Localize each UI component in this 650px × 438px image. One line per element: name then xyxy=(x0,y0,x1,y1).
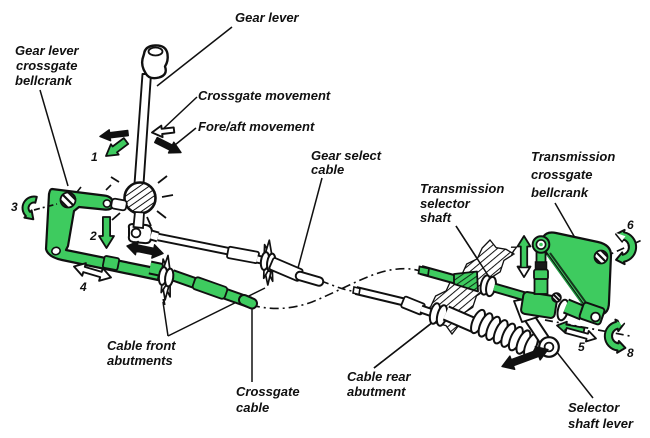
svg-text:4: 4 xyxy=(79,280,87,294)
svg-text:abutments: abutments xyxy=(107,353,173,368)
svg-text:cable: cable xyxy=(236,400,269,415)
svg-text:2: 2 xyxy=(89,229,97,243)
svg-text:Cable rear: Cable rear xyxy=(347,369,412,384)
svg-text:5: 5 xyxy=(578,340,585,354)
svg-text:Transmission: Transmission xyxy=(531,149,615,164)
svg-text:8: 8 xyxy=(627,346,634,360)
svg-text:3: 3 xyxy=(11,200,18,214)
svg-text:bellcrank: bellcrank xyxy=(531,185,589,200)
svg-text:Cable front: Cable front xyxy=(107,338,176,353)
svg-text:Gear lever: Gear lever xyxy=(235,10,300,25)
svg-text:shaft: shaft xyxy=(420,210,452,225)
svg-text:bellcrank: bellcrank xyxy=(15,73,73,88)
svg-text:Crossgate movement: Crossgate movement xyxy=(198,88,331,103)
svg-text:Gear lever: Gear lever xyxy=(15,43,80,58)
svg-text:1: 1 xyxy=(91,150,98,164)
svg-text:cable: cable xyxy=(311,162,344,177)
svg-text:shaft lever: shaft lever xyxy=(568,416,634,431)
svg-text:crossgate: crossgate xyxy=(16,58,77,73)
svg-text:Transmission: Transmission xyxy=(420,181,504,196)
svg-text:6: 6 xyxy=(627,218,634,232)
svg-text:Selector: Selector xyxy=(568,400,620,415)
svg-text:crossgate: crossgate xyxy=(531,167,592,182)
svg-text:Crossgate: Crossgate xyxy=(236,384,300,399)
svg-text:abutment: abutment xyxy=(347,384,406,399)
svg-text:Gear select: Gear select xyxy=(311,148,382,163)
svg-text:7: 7 xyxy=(510,244,518,258)
svg-text:selector: selector xyxy=(420,196,471,211)
svg-text:Fore/aft movement: Fore/aft movement xyxy=(198,119,315,134)
